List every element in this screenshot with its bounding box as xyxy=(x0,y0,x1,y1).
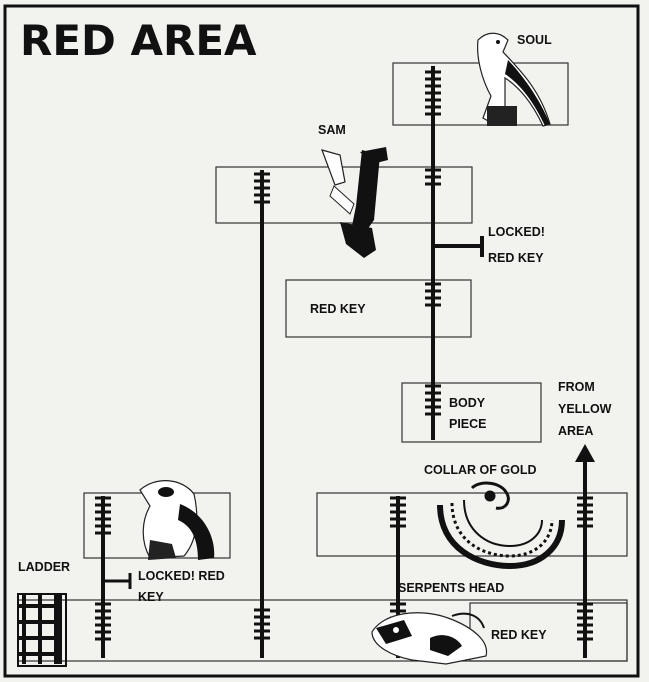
label-body-piece-line2: PIECE xyxy=(449,417,487,431)
room-body-piece[interactable] xyxy=(402,383,541,442)
label-locked-lower-line1: LOCKED! RED xyxy=(138,569,225,583)
collar-of-gold-icon xyxy=(440,483,562,566)
label-locked-upper-line2: RED KEY xyxy=(488,251,544,265)
label-sam: SAM xyxy=(318,123,346,137)
label-locked-lower-line2: KEY xyxy=(138,590,164,604)
label-from-yellow-line3: AREA xyxy=(558,424,593,438)
map-title: RED AREA xyxy=(20,16,257,65)
bird-creature-icon xyxy=(478,33,550,126)
label-serpents-head: SERPENTS HEAD xyxy=(398,581,504,595)
label-from-yellow-line1: FROM xyxy=(558,380,595,394)
label-from-yellow-line2: YELLOW xyxy=(558,402,612,416)
label-red-key-mid: RED KEY xyxy=(310,302,366,316)
label-body-piece-line1: BODY xyxy=(449,396,486,410)
ladder-icon xyxy=(18,594,66,666)
label-red-key-bottom: RED KEY xyxy=(491,628,547,642)
arrow-up-icon xyxy=(575,444,595,462)
serpent-head-icon xyxy=(372,613,487,664)
robot-arm-icon xyxy=(322,147,388,258)
label-locked-upper-line1: LOCKED! xyxy=(488,225,545,239)
label-collar-of-gold: COLLAR OF GOLD xyxy=(424,463,537,477)
label-ladder: LADDER xyxy=(18,560,70,574)
label-soul: SOUL xyxy=(517,33,552,47)
